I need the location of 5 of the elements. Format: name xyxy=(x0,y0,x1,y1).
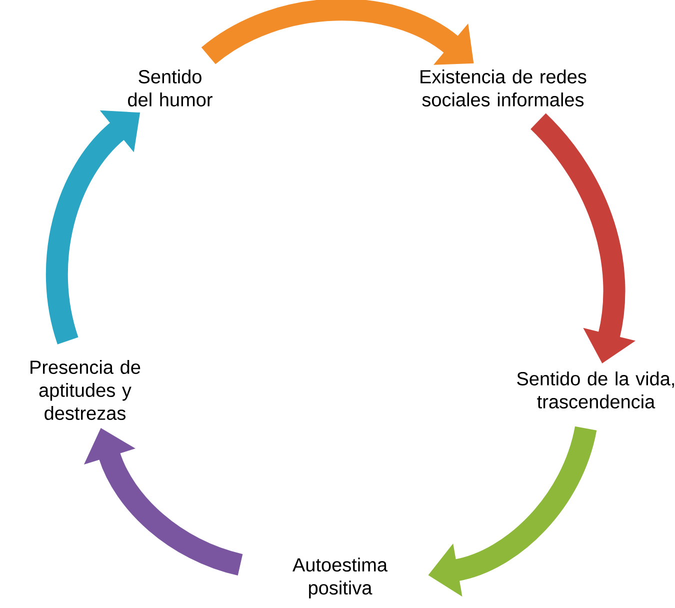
text-label: Sentido del humor xyxy=(128,70,212,106)
text-label: Autoestima positiva xyxy=(292,558,388,598)
text-label: Presencia de aptitudes y destrezas xyxy=(30,360,140,420)
text-label: Existencia de redes sociales informales xyxy=(420,70,586,106)
text-label: Sentido de la vida, trascendencia xyxy=(517,372,674,408)
